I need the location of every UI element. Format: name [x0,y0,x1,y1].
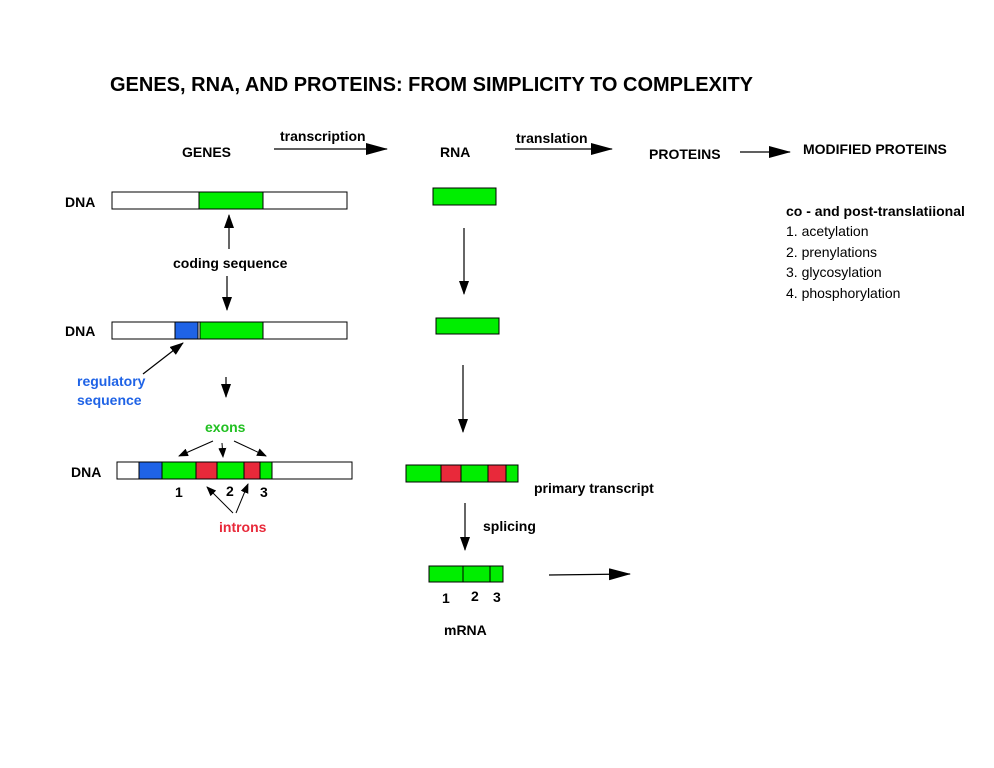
splicing-label: splicing [483,518,536,534]
mrna-number-2: 2 [471,588,479,604]
page-title: GENES, RNA, AND PROTEINS: FROM SIMPLICIT… [110,74,754,96]
transcript-intron-2 [487,464,507,483]
exon-3 [259,461,273,480]
header-modified-proteins: MODIFIED PROTEINS [803,141,947,157]
mrna-exon-3 [489,565,504,583]
intron-arrow-2 [235,483,249,514]
introns-label: introns [219,519,267,535]
regulatory-label-line2: sequence [77,392,142,408]
header-genes: GENES [182,144,231,160]
exon-arrow-2 [218,442,227,458]
dna-label-3: DNA [71,464,101,480]
transcript-intron-1 [440,464,462,483]
rna-block-1 [432,187,497,206]
exons-label: exons [205,419,246,435]
exon-arrow-3 [233,440,267,457]
header-proteins: PROTEINS [649,146,721,162]
modification-item: 3. glycosylation [786,264,882,280]
header-translation: translation [516,130,588,146]
coding-exon-2 [199,321,264,340]
exon-2 [216,461,245,480]
regulatory-arrow [142,342,184,375]
dna-label-1: DNA [65,194,95,210]
exon-arrow-1 [178,440,214,457]
exon-number-3: 3 [260,484,268,500]
transcript-exon-2 [460,464,489,483]
dna-label-2: DNA [65,323,95,339]
regulatory-block-2 [174,321,199,340]
exon-1 [161,461,197,480]
modification-item: 2. prenylations [786,244,877,260]
coding-exon-1 [198,191,264,210]
rna-block-2 [435,317,500,335]
mrna-translation-arrow [548,568,631,581]
header-rna: RNA [440,144,470,160]
intron-arrow-1 [206,486,234,514]
header-transcription: transcription [280,128,366,144]
intron-2 [243,461,261,480]
mrna-exon-2 [462,565,491,583]
modification-item: 1. acetylation [786,223,869,239]
regulatory-block-3 [138,461,163,480]
regulatory-label-line1: regulatory [77,373,146,389]
exon-number-2: 2 [226,483,234,499]
mrna-number-3: 3 [493,589,501,605]
mrna-exon-1 [428,565,464,583]
primary-transcript-label: primary transcript [534,480,654,496]
modifications-heading: co - and post-translatiional [786,203,965,219]
exon-number-1: 1 [175,484,183,500]
mrna-label: mRNA [444,622,487,638]
mrna-number-1: 1 [442,590,450,606]
intron-1 [195,461,218,480]
transcript-exon-1 [405,464,442,483]
transcript-exon-3 [505,464,519,483]
modification-item: 4. phosphorylation [786,285,900,301]
coding-sequence-label: coding sequence [173,255,288,271]
